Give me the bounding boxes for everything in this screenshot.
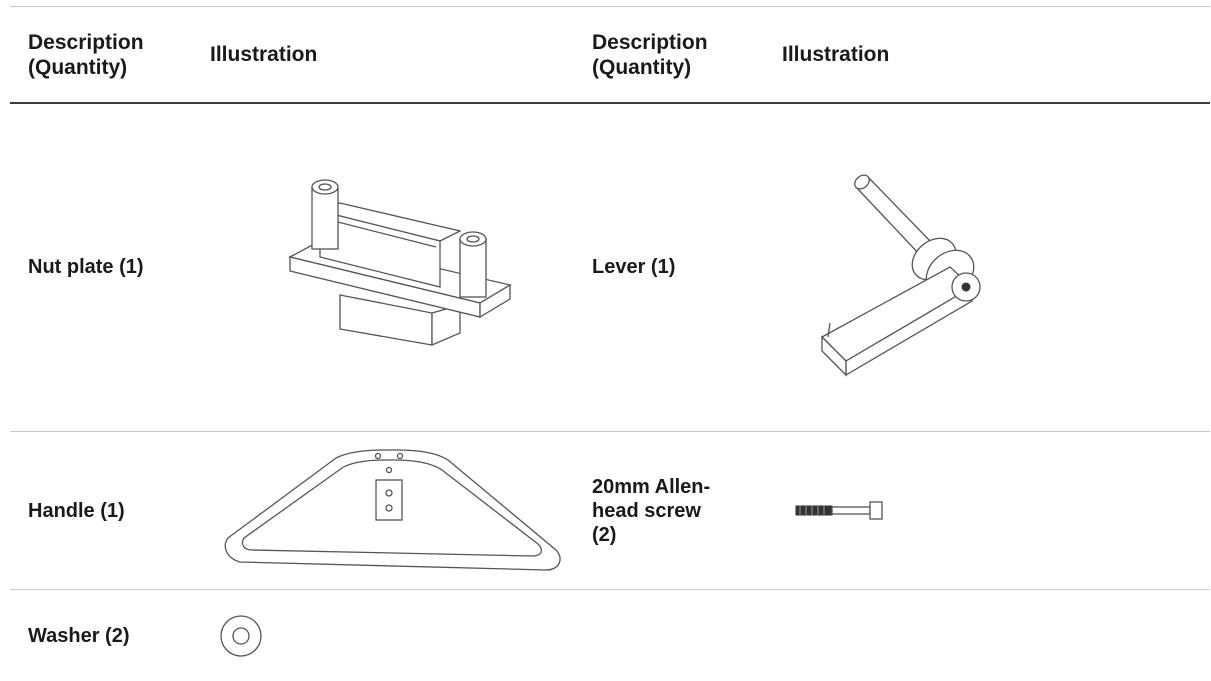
nut-plate-icon — [288, 179, 512, 346]
table-row: Washer (2) — [10, 589, 1210, 681]
table-row: Handle (1) 20mm Allen- head screw (2) — [10, 431, 1210, 590]
allen-screw-icon — [795, 501, 883, 520]
handle-icon — [224, 449, 561, 571]
header-illustration-right: Illustration — [782, 43, 890, 66]
part-description: Nut plate (1) — [28, 256, 144, 278]
header-illustration-left: Illustration — [210, 43, 318, 66]
table-header: Description (Quantity) Illustration Desc… — [10, 6, 1210, 104]
header-description-right: Description (Quantity) — [592, 30, 708, 79]
washer-icon — [220, 614, 262, 657]
table-row: Nut plate (1) — [10, 103, 1210, 431]
part-description: Washer (2) — [28, 624, 130, 647]
part-description: 20mm Allen- head screw (2) — [592, 476, 711, 546]
lever-icon — [820, 174, 981, 377]
part-description: Handle (1) — [28, 500, 125, 522]
part-description: Lever (1) — [592, 256, 676, 278]
parts-table: Description (Quantity) Illustration Desc… — [10, 6, 1210, 680]
header-description-left: Description (Quantity) — [28, 30, 144, 79]
